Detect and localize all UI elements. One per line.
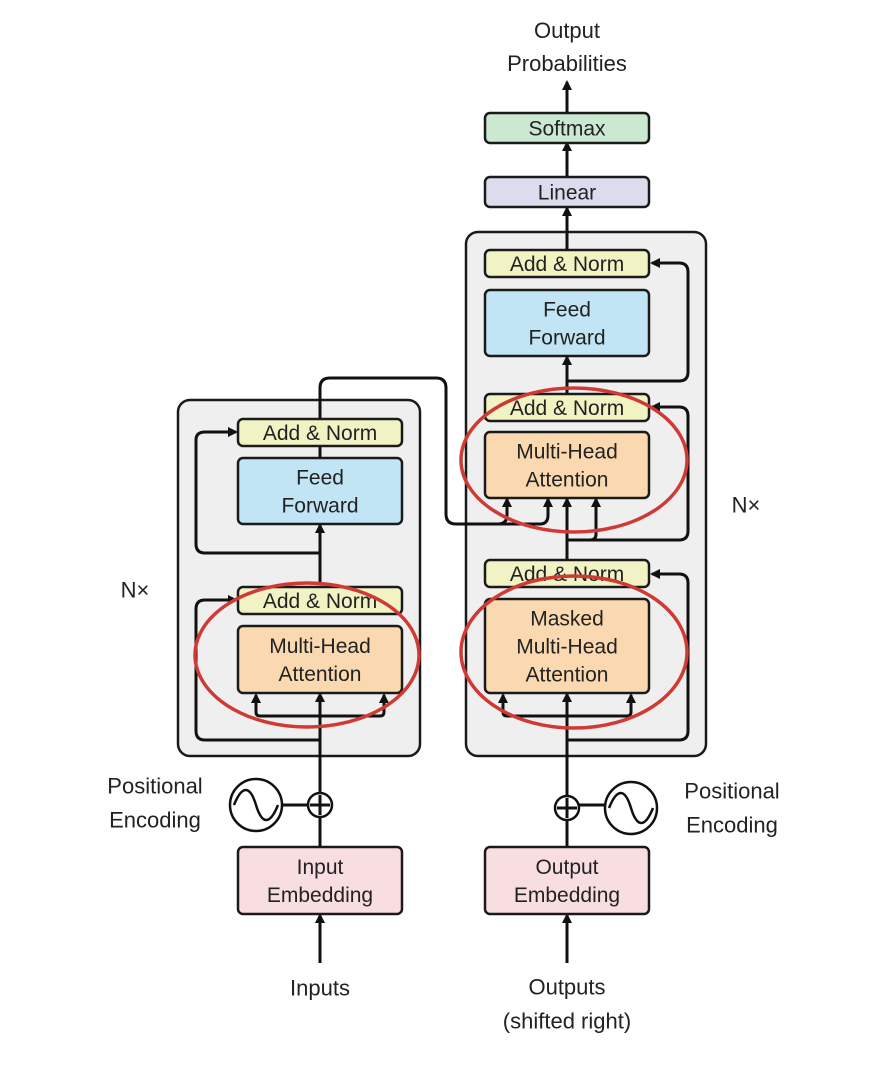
inputs-label: Inputs	[290, 976, 350, 1001]
positional-encoding-right-text: Encoding	[686, 813, 778, 838]
dec-masked-attention-text: Multi-Head	[516, 636, 618, 659]
enc-add-norm-2-block: Add & Norm	[236, 417, 404, 448]
input-embedding-text: Embedding	[267, 884, 373, 907]
encoder-sine-wave-icon	[228, 777, 284, 833]
dec-masked-attention-text: Attention	[526, 664, 609, 687]
softmax-block-box	[483, 111, 651, 145]
dec-cross-attention-text: Attention	[526, 469, 609, 492]
softmax-block: Softmax	[483, 111, 651, 145]
highlight-ring-decoder-cross-attention	[459, 386, 689, 534]
enc-add-norm-2-text: Add & Norm	[263, 422, 377, 445]
enc-attention-text: Attention	[279, 663, 362, 686]
dec-feed-forward-block-box	[483, 288, 651, 358]
output-embedding-block-box	[483, 845, 651, 916]
encoder-add-icon	[306, 791, 334, 819]
linear-text: Linear	[538, 182, 596, 205]
output-probabilities-text: Probabilities	[507, 51, 627, 76]
positional-encoding-left-text: Encoding	[109, 808, 201, 833]
dec-masked-attention-text: Masked	[530, 608, 604, 631]
connections	[194, 80, 690, 963]
highlight-ring-encoder-attention	[193, 581, 421, 729]
enc-add-norm-1-block: Add & Norm	[236, 585, 404, 616]
linear-block-box	[483, 175, 651, 209]
dec-add-norm-2-block: Add & Norm	[483, 392, 651, 423]
output-embedding-text: Embedding	[514, 884, 620, 907]
outputs-label: Outputs (shifted right)	[503, 975, 631, 1034]
dec-add-norm-3-text: Add & Norm	[510, 253, 624, 276]
positional-encoding-right-text: Positional	[684, 779, 779, 804]
dec-add-norm-3-block-box	[483, 248, 651, 279]
decoder-add-icon	[553, 794, 581, 822]
enc-add-norm-1-block-box	[236, 585, 404, 616]
inputs-text: Inputs	[290, 976, 350, 1001]
linear-block: Linear	[483, 175, 651, 209]
dec-add-norm-3-block: Add & Norm	[483, 248, 651, 279]
enc-feed-forward-block-box	[236, 456, 404, 526]
enc-feed-forward-text: Forward	[281, 495, 358, 518]
input-embedding-block-box	[236, 845, 404, 916]
dec-cross-attention-text: Multi-Head	[516, 441, 618, 464]
dec-feed-forward-text: Forward	[528, 327, 605, 350]
dec-cross-attention-block-box	[483, 430, 651, 500]
encoder-repeat-label: N×	[121, 578, 150, 603]
enc-add-norm-1-text: Add & Norm	[263, 590, 377, 613]
enc-add-norm-2-block-box	[236, 417, 404, 448]
enc-attention-text: Multi-Head	[269, 635, 371, 658]
outputs-text: (shifted right)	[503, 1009, 631, 1034]
dec-feed-forward-text: Feed	[543, 299, 591, 322]
output-embedding-text: Output	[535, 856, 598, 879]
highlight-ring-decoder-masked-attention	[459, 574, 689, 730]
dec-masked-attention-block-box	[483, 597, 651, 695]
outputs-text: Outputs	[528, 975, 605, 1000]
enc-attention-block-box	[236, 624, 404, 695]
dec-add-norm-2-text: Add & Norm	[510, 397, 624, 420]
decoder-sine-wave-icon	[603, 780, 659, 836]
output-probabilities-text: Output	[534, 18, 600, 43]
input-embedding-text: Input	[297, 856, 344, 879]
positional-encoding-left-text: Positional	[107, 774, 202, 799]
enc-feed-forward-text: Feed	[296, 467, 344, 490]
decoder-repeat-label: N×	[732, 493, 761, 518]
softmax-text: Softmax	[528, 118, 606, 141]
